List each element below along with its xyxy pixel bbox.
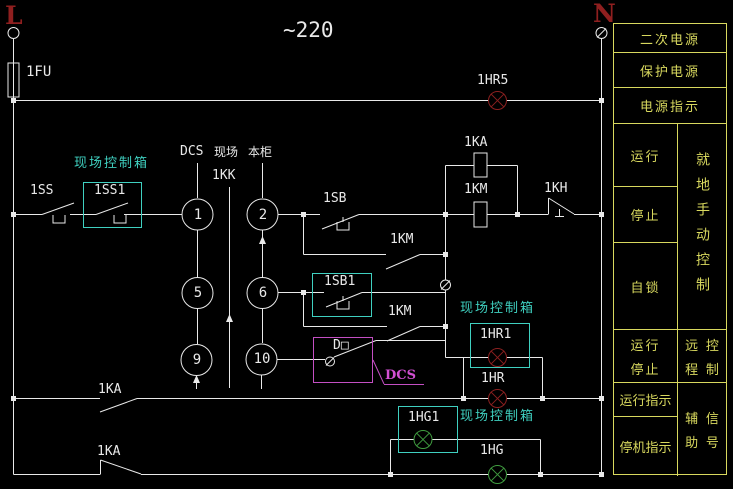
- selector-contact-10: 10: [253, 351, 271, 367]
- panel-stop-label: 1SS: [30, 183, 54, 198]
- dcs-tag-label: DCS: [385, 368, 417, 383]
- selector-col-dcs: DCS: [180, 144, 204, 159]
- selector-contact-2: 2: [258, 207, 268, 223]
- lamps: [413, 91, 507, 484]
- arrow-up-icon: [193, 375, 200, 383]
- selector-contact-6: 6: [258, 285, 268, 301]
- field-box-label-run: 现场控制箱: [460, 301, 536, 316]
- field-box-outline-1hg1: [398, 406, 458, 453]
- field-box-label-top: 现场控制箱: [74, 156, 150, 171]
- lamp-1hg-icon: [488, 465, 507, 484]
- terminals: [7, 27, 608, 367]
- lamp-1hg1-icon: [413, 430, 433, 449]
- relay-coil-symbol: [473, 152, 488, 178]
- relay-coil-label: 1KA: [464, 135, 488, 150]
- line-terminal-label: L: [5, 1, 23, 30]
- dcs-contact-label: D□: [333, 338, 349, 353]
- wires: [13, 38, 602, 475]
- legend-row-secondary-power: 二次电源: [614, 24, 726, 53]
- legend-cell-stop-indicator: 停机指示: [614, 417, 678, 476]
- legend-cell-run-stop: 运行 停止: [614, 330, 678, 383]
- legend-cell-local-manual: 就地手动控制: [678, 124, 726, 330]
- neutral-terminal-label: N: [593, 0, 616, 28]
- field-box-label-stop: 现场控制箱: [460, 409, 536, 424]
- selector-position-arrows: [193, 236, 266, 383]
- line-terminal-circle: [7, 27, 20, 39]
- legend-remote-line1: 远 控: [685, 338, 719, 354]
- field-box-outline-1hr1: [470, 323, 530, 368]
- selector-contact-5: 5: [193, 285, 203, 301]
- stop-contact-label: 1KA: [97, 444, 121, 459]
- selector-contacts: [180, 198, 279, 376]
- run-contact-label: 1KA: [98, 382, 122, 397]
- selector-contact-1: 1: [193, 207, 203, 223]
- legend-run-stop-line2: 停止: [630, 362, 661, 378]
- seal-contact-b-label: 1KM: [388, 304, 412, 319]
- legend-row-protection-power: 保护电源: [614, 53, 726, 88]
- lamp-1hr-icon: [488, 389, 507, 408]
- legend-cell-run: 运行: [614, 124, 678, 187]
- legend-remote-line2: 程 制: [685, 362, 719, 378]
- legend-cell-selflock: 自锁: [614, 243, 678, 330]
- field-stop-lamp-label: 1HG1: [408, 410, 440, 425]
- voltage-label: ~220: [283, 18, 334, 42]
- legend-cell-aux-signal: 辅 信 助 号: [678, 383, 726, 476]
- legend-cell-run-indicator: 运行指示: [614, 383, 678, 417]
- selector-switch-label: 1KK: [212, 168, 236, 183]
- contactor-coil-label: 1KM: [464, 182, 488, 197]
- field-stop-label: 1SS1: [94, 183, 126, 198]
- contact-blades: [41, 197, 575, 475]
- legend-run-stop-line1: 运行: [630, 338, 661, 354]
- selector-contact-9: 9: [192, 352, 202, 368]
- seal-contact-a-label: 1KM: [390, 232, 414, 247]
- legend-cell-stop: 停止: [614, 187, 678, 243]
- dcs-leader-line: [372, 359, 385, 385]
- fuse-symbol: [7, 62, 20, 98]
- panel-stop-lamp-label: 1HG: [480, 443, 504, 458]
- dcs-box-outline: [313, 337, 373, 383]
- lamp-1hr1-icon: [488, 348, 507, 367]
- legend-row-power-indicator: 电源指示: [614, 88, 726, 124]
- legend-aux-line2: 助 号: [685, 436, 719, 451]
- legend-table: 二次电源 保护电源 电源指示 运行 停止 自锁 运行 停止 运行指示 停机指示 …: [613, 23, 727, 476]
- selector-col-panel: 本柜: [248, 145, 273, 159]
- panel-run-lamp-label: 1HR: [481, 371, 505, 386]
- arrow-up-icon: [226, 314, 233, 322]
- arrow-up-icon: [259, 236, 266, 244]
- selector-col-site: 现场: [214, 145, 239, 159]
- thermal-contact-label: 1KH: [544, 181, 568, 196]
- lamp-1hr5-icon: [488, 91, 507, 110]
- panel-start-label: 1SB: [323, 191, 347, 206]
- field-run-lamp-label: 1HR1: [480, 327, 512, 342]
- junction-dots: [11, 98, 604, 477]
- legend-aux-line1: 辅 信: [685, 412, 719, 427]
- field-start-label: 1SB1: [324, 274, 356, 289]
- field-box-outline-1sb1: [312, 273, 372, 317]
- fuse-label: 1FU: [26, 64, 52, 80]
- power-lamp-label: 1HR5: [477, 73, 509, 88]
- contactor-coil-symbol: [473, 201, 488, 228]
- component-boxes: [7, 62, 530, 453]
- legend-cell-remote-control: 远 控 程 制: [678, 330, 726, 383]
- field-box-outline-1ss1: [83, 182, 142, 228]
